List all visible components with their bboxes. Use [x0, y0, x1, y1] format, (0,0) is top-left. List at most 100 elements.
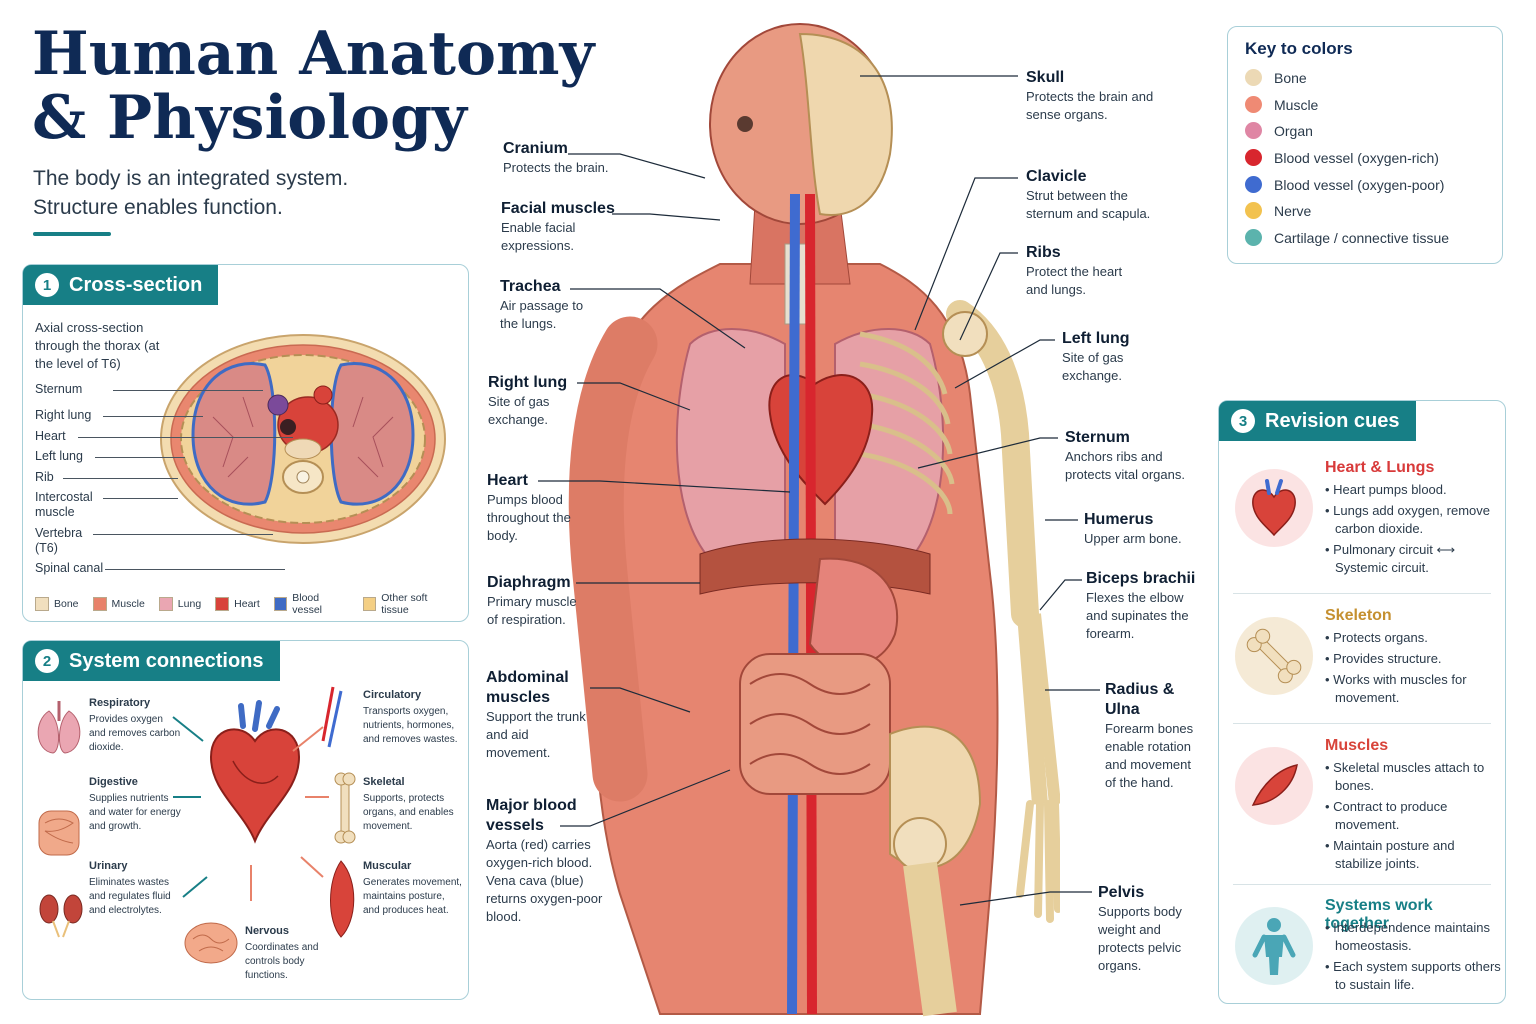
key-item-organ: Organ	[1245, 122, 1313, 139]
human-figure-icon	[1235, 907, 1313, 985]
leader-right-lung	[103, 416, 203, 417]
key-dot	[1245, 69, 1262, 86]
anatomy-figure-illustration	[568, 23, 1060, 1017]
leader-vertebra	[93, 534, 273, 535]
panel-title: System connections	[69, 649, 264, 672]
cross-section-caption: Axial cross-section through the thorax (…	[35, 320, 160, 371]
color-key-panel: Key to colors Bone Muscle Organ Blood ve…	[1227, 26, 1503, 264]
callout-humerus: Humerus Upper arm bone.	[1084, 511, 1182, 546]
cue-bullet: Pulmonary circuit ⟷ Systemic circuit.	[1325, 541, 1505, 577]
revision-cues-tab: 3 Revision cues	[1219, 401, 1416, 441]
cue-bullet: Works with muscles for movement.	[1325, 671, 1505, 707]
page-subtitle: The body is an integrated system. Struct…	[33, 164, 348, 222]
key-item-vessel-oxygen-rich: Blood vessel (oxygen-rich)	[1245, 149, 1439, 166]
cue-bullet: Maintain posture and stabilize joints.	[1325, 837, 1505, 873]
legend-label: Other soft tissue	[381, 592, 428, 616]
callout-biceps-brachii: Biceps brachii Flexes the elbow and supi…	[1086, 570, 1196, 641]
label-vertebra: Vertebra (T6)	[35, 526, 83, 555]
callout-pelvis: Pelvis Supports body weight and protects…	[1098, 884, 1182, 973]
cue-heart-lungs: Heart & Lungs Heart pumps blood. Lungs a…	[1229, 459, 1501, 589]
system-respiratory: Respiratory Provides oxygen and removes …	[89, 697, 181, 753]
cue-bullet: Skeletal muscles attach to bones.	[1325, 759, 1505, 795]
panel-number: 3	[1231, 409, 1255, 433]
cue-bullet: Lungs add oxygen, remove carbon dioxide.	[1325, 502, 1505, 538]
legend-label: Muscle	[111, 598, 145, 610]
system-connections-tab: 2 System connections	[23, 641, 280, 681]
label-spinal-canal: Spinal canal	[35, 561, 104, 575]
heart-icon	[1235, 469, 1313, 547]
cue-muscles: Muscles Skeletal muscles attach to bones…	[1229, 737, 1501, 877]
callout-major-blood-vessels: Major blood vessels Aorta (red) carries …	[486, 797, 603, 924]
cue-bullets: Skeletal muscles attach to bones. Contra…	[1325, 759, 1505, 876]
system-urinary: Urinary Eliminates wastes and regulates …	[89, 860, 171, 916]
cue-bullet: Contract to produce movement.	[1325, 798, 1505, 834]
legend-swatch	[92, 597, 107, 611]
title-divider	[33, 232, 111, 236]
panel-title: Revision cues	[1265, 409, 1400, 432]
kidneys-icon	[39, 894, 83, 938]
cue-divider	[1233, 723, 1491, 724]
cross-section-tab: 1 Cross-section	[23, 265, 219, 305]
cue-bullet: Each system supports others to sustain l…	[1325, 958, 1505, 994]
legend-swatch	[362, 597, 377, 611]
label-sternum: Sternum	[35, 382, 83, 396]
cross-section-panel: 1 Cross-section Axial cross-section thro…	[22, 264, 469, 622]
key-dot	[1245, 202, 1262, 219]
key-item-nerve: Nerve	[1245, 202, 1311, 219]
page-title: Human Anatomy & Physiology	[32, 22, 594, 150]
bone-icon	[1235, 617, 1313, 695]
cue-systems-together: Systems work together Interdependence ma…	[1229, 897, 1501, 997]
legend-label: Blood vessel	[292, 592, 323, 616]
legend-item: Heart	[215, 597, 260, 611]
callout-facial-muscles: Facial muscles Enable facial expressions…	[501, 200, 615, 253]
system-nervous: Nervous Coordinates and controls body fu…	[245, 925, 319, 981]
callout-clavicle: Clavicle Strut between the sternum and s…	[1026, 168, 1151, 221]
key-dot	[1245, 229, 1262, 246]
leader-heart	[78, 437, 293, 438]
leader-rib	[63, 478, 178, 479]
cue-bullet: Interdependence maintains homeostasis.	[1325, 919, 1505, 955]
label-heart: Heart	[35, 429, 66, 443]
leader-left-lung	[95, 457, 185, 458]
label-right-lung: Right lung	[35, 408, 92, 422]
thorax-cross-section-illustration	[160, 334, 446, 544]
title-line-1: Human Anatomy	[32, 19, 595, 89]
cue-bullets: Heart pumps blood. Lungs add oxygen, rem…	[1325, 481, 1505, 580]
callout-radius-ulna: Radius & Ulna Forearm bones enable rotat…	[1105, 681, 1194, 790]
key-dot	[1245, 122, 1262, 139]
callout-heart: Heart Pumps blood throughout the body.	[487, 472, 571, 543]
system-digestive: Digestive Supplies nutrients and water f…	[89, 776, 181, 832]
callout-skull: Skull Protects the brain and sense organ…	[1026, 69, 1154, 122]
callout-trachea: Trachea Air passage to the lungs.	[500, 278, 584, 331]
system-connections-illustration	[37, 686, 356, 964]
panel-number: 1	[35, 273, 59, 297]
central-heart-icon	[209, 700, 301, 844]
key-item-vessel-oxygen-poor: Blood vessel (oxygen-poor)	[1245, 176, 1444, 193]
key-dot	[1245, 96, 1262, 113]
muscle-icon	[1235, 747, 1313, 825]
bone-icon	[334, 772, 356, 844]
key-item-cartilage: Cartilage / connective tissue	[1245, 229, 1449, 246]
label-rib: Rib	[35, 470, 54, 484]
cue-divider	[1233, 593, 1491, 594]
callout-ribs: Ribs Protect the heart and lungs.	[1026, 244, 1123, 297]
cue-bullets: Protects organs. Provides structure. Wor…	[1325, 629, 1505, 710]
cue-bullet: Protects organs.	[1325, 629, 1505, 647]
leader-intercostal	[103, 498, 178, 499]
legend-swatch	[35, 597, 49, 611]
system-circulatory: Circulatory Transports oxygen, nutrients…	[363, 689, 458, 745]
system-connections-panel: 2 System connections	[22, 640, 469, 1000]
legend-label: Bone	[54, 598, 79, 610]
system-skeletal: Skeletal Supports, protects organs, and …	[363, 776, 454, 832]
revision-cues-panel: 3 Revision cues Heart & Lungs Heart pump…	[1218, 400, 1506, 1004]
legend-item: Lung	[158, 597, 202, 611]
panel-title: Cross-section	[69, 273, 203, 296]
label-intercostal-muscle: Intercostal muscle	[35, 490, 93, 519]
legend-label: Lung	[177, 598, 202, 610]
callout-right-lung: Right lung Site of gas exchange.	[488, 374, 568, 427]
connection-arrows	[172, 716, 208, 898]
callout-left-lung: Left lung Site of gas exchange.	[1062, 330, 1130, 383]
key-item-bone: Bone	[1245, 69, 1307, 86]
legend-item: Muscle	[92, 597, 145, 611]
